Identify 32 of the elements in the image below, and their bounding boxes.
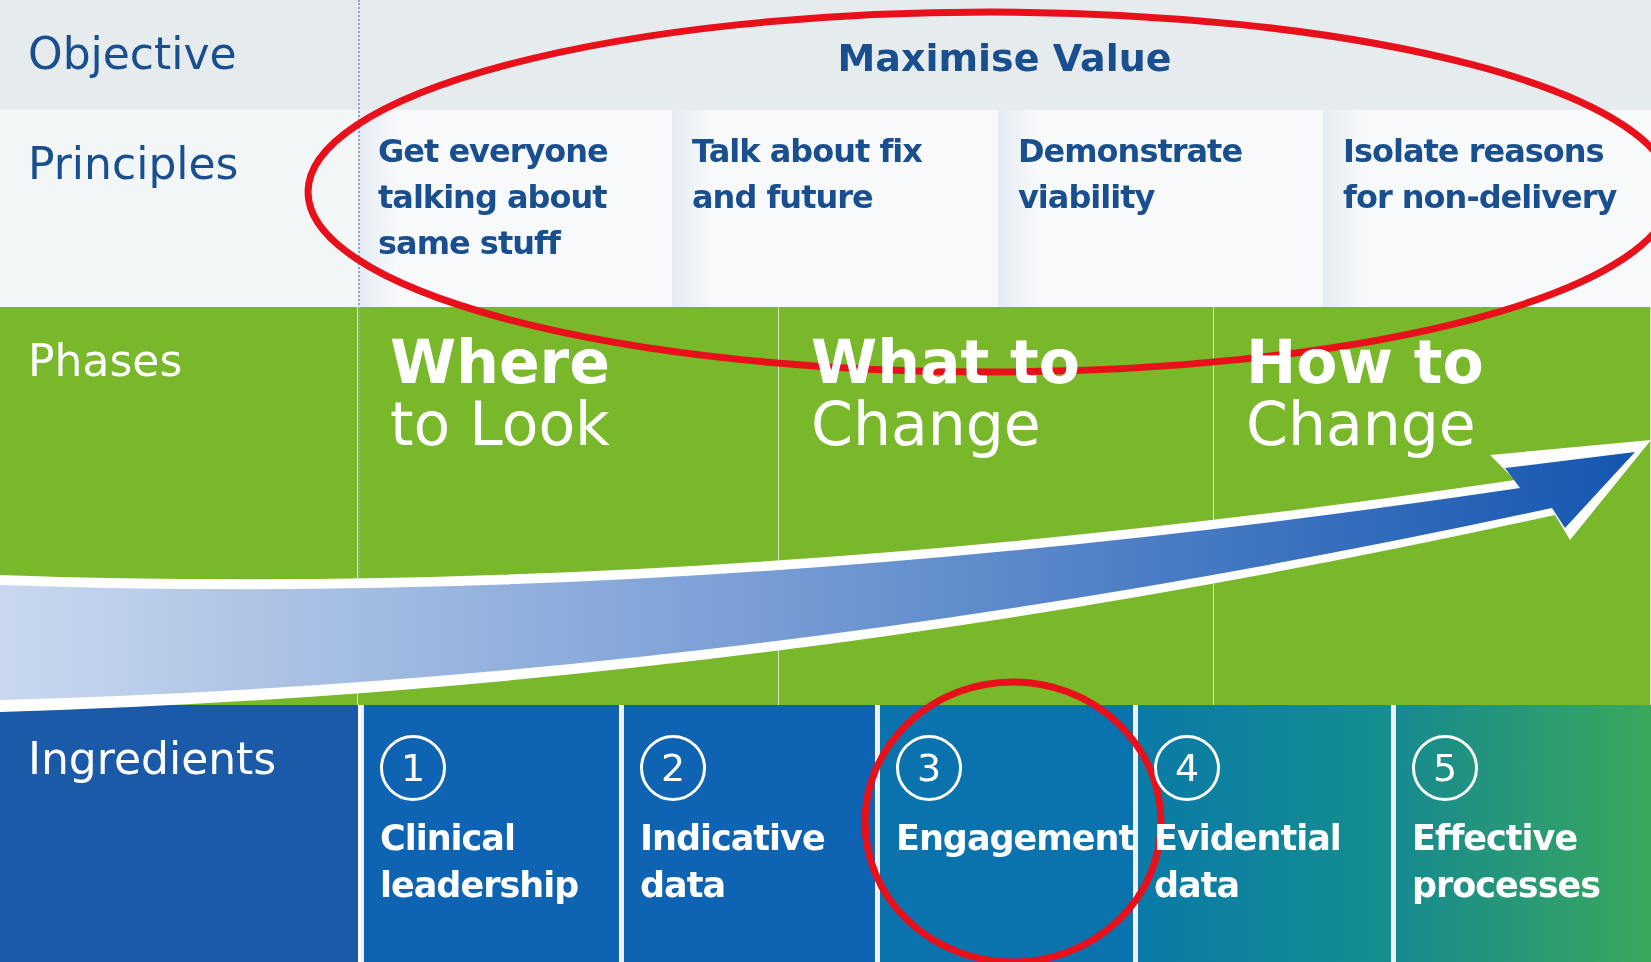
objective-text: Maximise Value	[836, 35, 1173, 80]
principle-text: Isolate reasons for non-delivery	[1342, 131, 1618, 218]
ingredient-cell	[877, 705, 1133, 962]
principle-cell	[998, 110, 1323, 307]
row-label: Principles	[27, 137, 240, 189]
ingredient-cell	[621, 705, 875, 962]
row-label: Objective	[27, 27, 238, 79]
principle-text: Get everyone talking about same stuff	[377, 131, 609, 264]
row-header-cell	[0, 705, 358, 962]
step-number: 5	[1412, 735, 1478, 801]
ingredient-text: Effective processes	[1411, 817, 1602, 907]
principle-text: Talk about fix and future	[691, 131, 923, 218]
step-number: 2	[640, 735, 706, 801]
principle-cell	[358, 110, 672, 307]
ingredient-cell	[1135, 705, 1391, 962]
step-number: 4	[1154, 735, 1220, 801]
principle-cell	[672, 110, 998, 307]
row-header-cell	[0, 0, 358, 110]
phase-title: Where to Look	[389, 326, 611, 455]
ingredient-text: Clinical leadership	[379, 817, 580, 907]
ingredient-cell	[361, 705, 619, 962]
principle-cell	[1323, 110, 1651, 307]
row-label: Ingredients	[27, 732, 278, 784]
step-number: 1	[380, 735, 446, 801]
ingredient-text: Engagement	[895, 817, 1133, 860]
step-number: 3	[896, 735, 962, 801]
row-label: Phases	[27, 334, 184, 386]
objective-cell	[358, 0, 1651, 110]
ingredient-cell	[1393, 705, 1651, 962]
principle-text: Demonstrate viability	[1017, 131, 1244, 218]
row-header-cell	[0, 110, 358, 307]
ingredient-text: Indicative data	[639, 817, 826, 907]
